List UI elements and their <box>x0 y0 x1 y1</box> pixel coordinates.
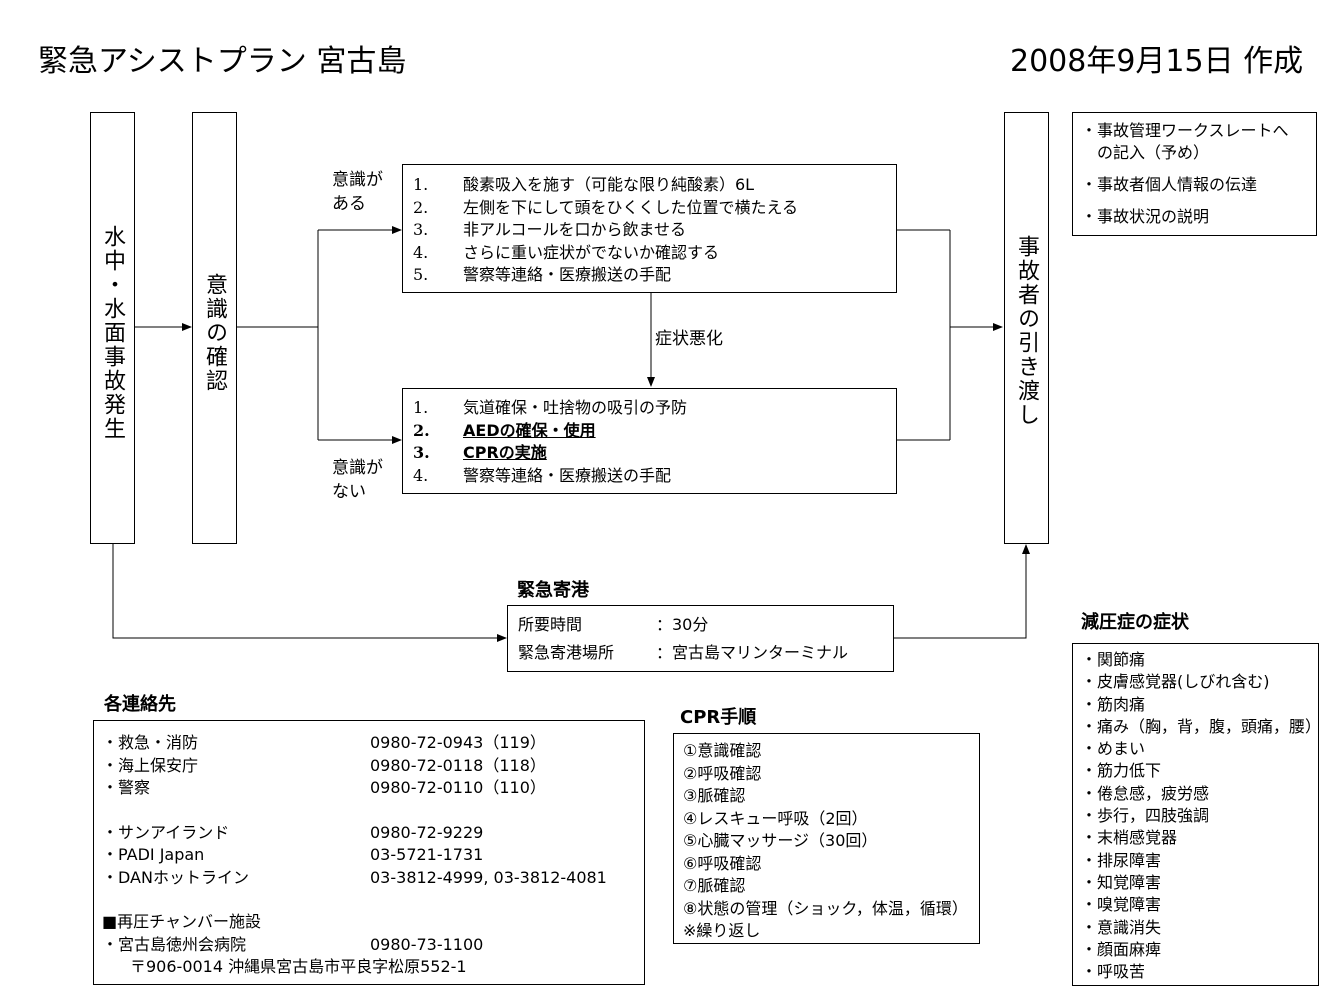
consciousness-check-label: 意識の確認 <box>202 273 227 393</box>
note-line: ・事故状況の説明 <box>1081 207 1210 226</box>
list-item: ・関節痛 <box>1081 650 1146 669</box>
note-line: ・事故管理ワークスレートへ <box>1081 121 1289 140</box>
dcs-heading: 減圧症の症状 <box>1081 612 1189 633</box>
list-item: 2.AEDの確保・使用 <box>413 420 596 440</box>
contacts-heading: 各連絡先 <box>104 694 176 715</box>
list-item: ①意識確認 <box>683 741 762 760</box>
unconscious-branch-label: 意識が ない <box>332 458 383 502</box>
list-item: 3.CPRの実施 <box>413 443 547 462</box>
note-line: の記入（予め） <box>1081 143 1210 162</box>
list-item: ・痛み（胸，背，腹，頭痛，腰） <box>1081 716 1322 736</box>
list-item: ・知覚障害 <box>1081 872 1162 892</box>
list-item: 5.警察等連絡・医療搬送の手配 <box>413 265 672 284</box>
creation-date: 2008年9月15日 作成 <box>1010 44 1304 79</box>
accident-start-box: 水中・水面事故発生 <box>90 112 135 544</box>
note-line: ・事故者個人情報の伝達 <box>1081 175 1258 194</box>
handover-box: 事故者の引き渡し <box>1004 112 1049 544</box>
unconscious-steps-box: 1.気道確保・吐捨物の吸引の予防 2.AEDの確保・使用 3.CPRの実施 4.… <box>402 388 897 494</box>
list-item: 1.酸素吸入を施す（可能な限り純酸素）6L <box>413 175 755 194</box>
list-item: 3.非アルコールを口から飲ませる <box>413 220 687 239</box>
arrow-port-to-handover <box>894 544 1030 639</box>
list-item: ⑥呼吸確認 <box>683 853 762 873</box>
list-item: ・筋力低下 <box>1081 761 1162 781</box>
list-item: ⑧状態の管理（ショック，体温，循環） <box>683 898 968 918</box>
list-item: 4.さらに重い症状がでないか確認する <box>413 242 720 262</box>
arrow-start-to-port <box>112 543 507 642</box>
list-item: ・末梢感覚器 <box>1081 828 1178 848</box>
list-item: ・筋肉痛 <box>1081 694 1146 714</box>
list-item: ・めまい <box>1081 739 1146 759</box>
list-item: ・顔面麻痺 <box>1081 939 1162 959</box>
list-item: ・意識消失 <box>1081 917 1162 937</box>
chamber-heading: ■再圧チャンバー施設 <box>102 912 261 931</box>
list-item: ⑤心臓マッサージ（30回） <box>683 831 878 850</box>
list-item: 2.左側を下にして頭をひくくした位置で横たえる <box>413 197 799 217</box>
list-item: ・嗅覚障害 <box>1081 895 1162 915</box>
list-item: ④レスキュー呼吸（2回） <box>683 808 868 828</box>
list-item: ・呼吸苦 <box>1081 962 1146 982</box>
list-item: ※繰り返し <box>683 921 761 940</box>
list-item: ・倦怠感，疲労感 <box>1081 783 1210 803</box>
page-title: 緊急アシストプラン 宮古島 <box>38 44 407 79</box>
list-item: ③脈確認 <box>683 786 746 805</box>
dcs-box: ・関節痛 ・皮膚感覚器(しびれ含む) ・筋肉痛 ・痛み（胸，背，腹，頭痛，腰） … <box>1072 643 1322 986</box>
port-row: 所要時間：30分 <box>518 615 709 634</box>
handover-label: 事故者の引き渡し <box>1014 235 1039 427</box>
port-box: 所要時間：30分 緊急寄港場所：宮古島マリンターミナル <box>507 605 894 672</box>
cpr-box: ①意識確認 ②呼吸確認 ③脈確認 ④レスキュー呼吸（2回） ⑤心臓マッサージ（3… <box>673 733 980 944</box>
port-heading: 緊急寄港 <box>517 580 589 601</box>
list-item: ・皮膚感覚器(しびれ含む) <box>1081 672 1270 692</box>
list-item: 4.警察等連絡・医療搬送の手配 <box>413 465 672 485</box>
conscious-branch-label: 意識が ある <box>332 170 383 214</box>
cpr-heading: CPR手順 <box>680 707 757 728</box>
list-item: ・排尿障害 <box>1081 850 1162 870</box>
conscious-steps-box: 1.酸素吸入を施す（可能な限り純酸素）6L 2.左側を下にして頭をひくくした位置… <box>402 164 897 293</box>
worsen-label: 症状悪化 <box>655 329 723 349</box>
chamber-address: 〒906-0014 沖縄県宮古島市平良字松原552-1 <box>130 957 467 976</box>
accident-start-label: 水中・水面事故発生 <box>100 225 125 441</box>
list-item: ・歩行，四肢強調 <box>1081 806 1210 826</box>
list-item: 1.気道確保・吐捨物の吸引の予防 <box>413 398 688 417</box>
port-row: 緊急寄港場所：宮古島マリンターミナル <box>518 643 849 662</box>
consciousness-check-box: 意識の確認 <box>192 112 237 544</box>
list-item: ②呼吸確認 <box>683 763 762 783</box>
handover-notes-box: ・事故管理ワークスレートへ の記入（予め） ・事故者個人情報の伝達 ・事故状況の… <box>1072 112 1317 236</box>
list-item: ⑦脈確認 <box>683 876 746 895</box>
